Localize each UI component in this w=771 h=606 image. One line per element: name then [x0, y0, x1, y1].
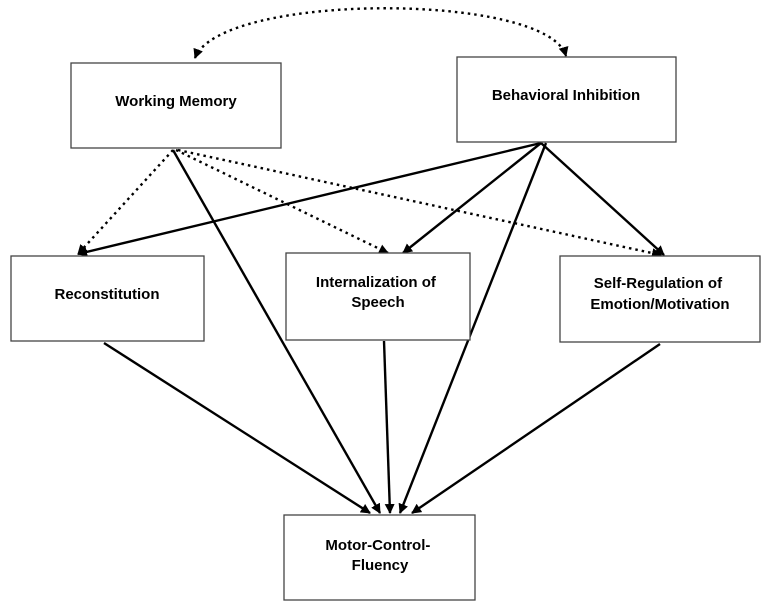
- node-label: Self-Regulation of Emotion/Motivation: [590, 275, 729, 313]
- arrow-behavioral-inhibition-to-internalization: [402, 142, 542, 254]
- arrow-working-memory-to-motor-control: [171, 149, 382, 514]
- node-label-line: Emotion/Motivation: [590, 296, 729, 313]
- node-box: [285, 252, 471, 341]
- arrow-working-memory-to-internalization: [175, 148, 389, 255]
- arrow-reconstitution-to-motor-control: [103, 341, 371, 515]
- arrow-working-memory-to-reconstitution: [77, 149, 174, 255]
- node-motor-control-fluency: Motor-Control- Fluency: [283, 514, 476, 601]
- node-label-line: Working Memory: [115, 93, 237, 110]
- node-box: [70, 62, 282, 149]
- arrow-internalization-to-motor-control: [382, 340, 395, 514]
- node-label: Reconstitution: [55, 286, 160, 303]
- node-label-line: Fluency: [352, 557, 409, 574]
- node-box: [456, 56, 677, 143]
- node-working-memory: Working Memory: [70, 62, 282, 149]
- node-label: Behavioral Inhibition: [492, 87, 640, 104]
- arrow-working-memory-to-behavioral-inhibition: [193, 7, 569, 59]
- node-label-line: Self-Regulation of: [594, 275, 723, 292]
- node-label-line: Internalization of: [316, 274, 437, 291]
- node-label: Internalization of Speech: [316, 274, 440, 311]
- node-label: Working Memory: [115, 93, 237, 110]
- arrow-behavioral-inhibition-to-self-regulation: [540, 142, 665, 256]
- node-box: [283, 514, 476, 601]
- node-label-line: Motor-Control-: [325, 537, 430, 554]
- arrow-behavioral-inhibition-to-motor-control: [398, 142, 548, 514]
- node-internalization-of-speech: Internalization of Speech: [285, 252, 471, 341]
- node-label: Motor-Control- Fluency: [325, 537, 434, 574]
- node-self-regulation: Self-Regulation of Emotion/Motivation: [559, 255, 761, 343]
- node-label-line: Speech: [351, 294, 404, 311]
- node-box: [10, 255, 205, 342]
- node-label-line: Behavioral Inhibition: [492, 87, 640, 104]
- arrow-working-memory-to-self-regulation: [177, 148, 662, 258]
- arrow-self-regulation-to-motor-control: [411, 343, 661, 514]
- edges-layer: [77, 7, 665, 515]
- node-behavioral-inhibition: Behavioral Inhibition: [456, 56, 677, 143]
- arrow-behavioral-inhibition-to-reconstitution: [77, 141, 542, 257]
- node-reconstitution: Reconstitution: [10, 255, 205, 342]
- node-label-line: Reconstitution: [55, 286, 160, 303]
- node-box: [559, 255, 761, 343]
